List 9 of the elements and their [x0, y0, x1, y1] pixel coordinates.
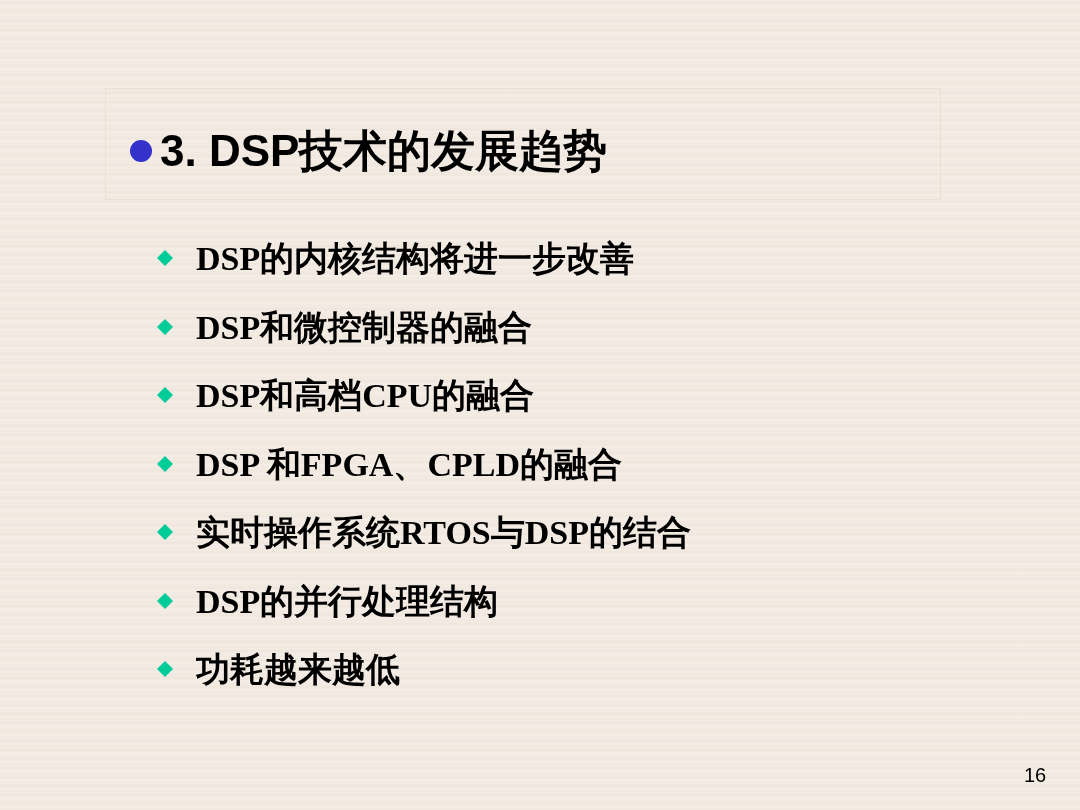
bullet-text: DSP的并行处理结构 [196, 581, 499, 622]
bullet-text: DSP和微控制器的融合 [196, 307, 533, 348]
bullet-text: DSP 和FPGA、CPLD的融合 [196, 444, 622, 485]
slide-title: 3. DSP技术的发展趋势 [160, 125, 608, 177]
page-number: 16 [1024, 764, 1047, 787]
bullet-text: 功耗越来越低 [196, 650, 400, 690]
bullet-text: DSP的内核结构将进一步改善 [196, 239, 635, 279]
bullet-text: 实时操作系统RTOS与DSP的结合 [196, 513, 691, 553]
bullet-text: DSP和高档CPU的融合 [196, 376, 535, 416]
